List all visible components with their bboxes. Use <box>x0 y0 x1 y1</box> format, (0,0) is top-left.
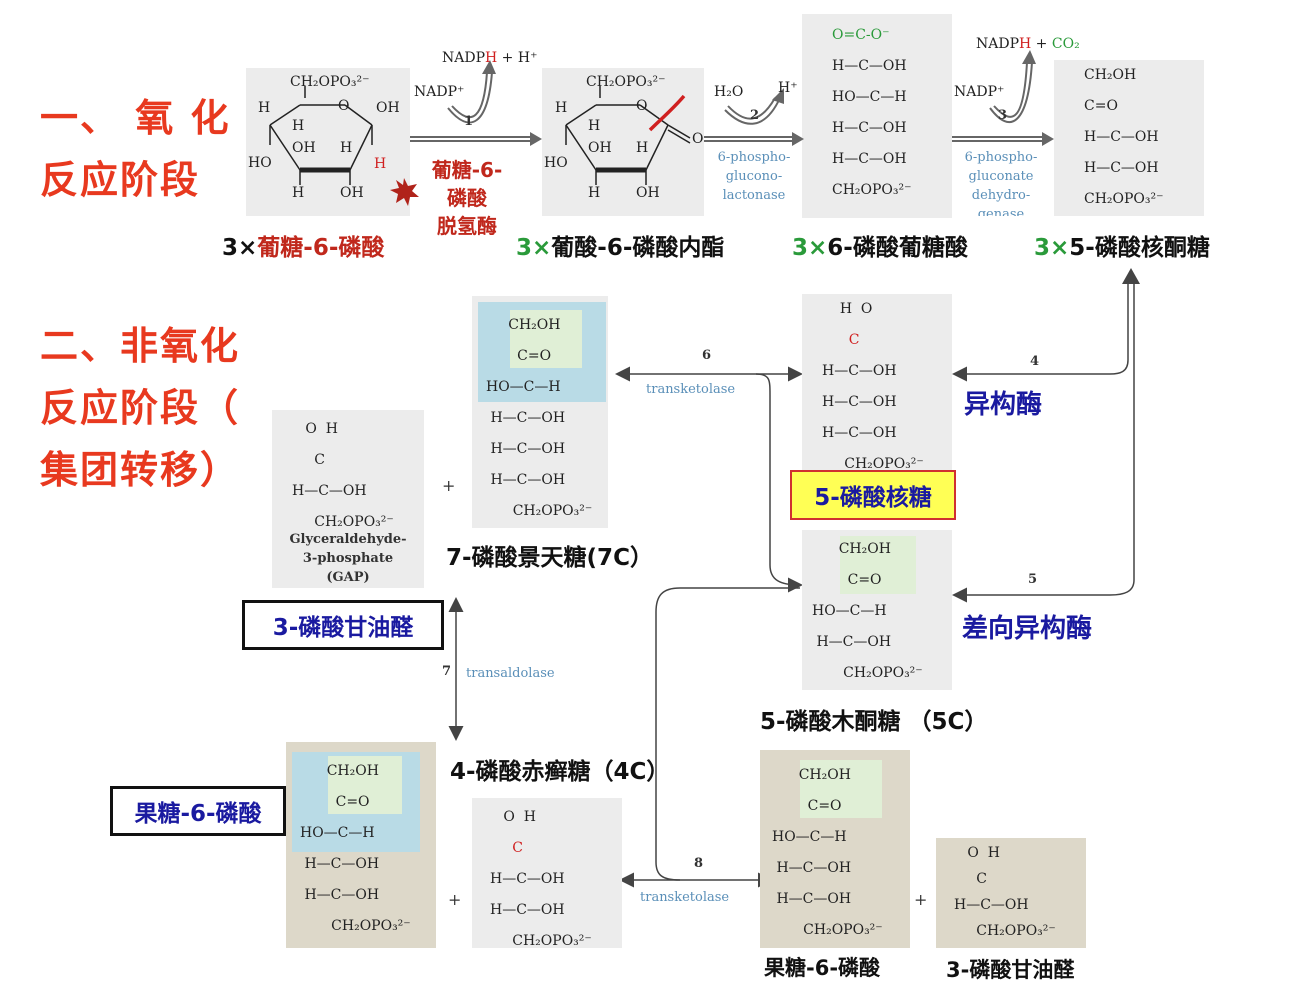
lactone-ch2-label: CH₂OPO₃²⁻ <box>586 74 666 90</box>
glucose-oh1: OH <box>376 100 400 116</box>
plus-sign-2: + <box>448 890 462 909</box>
fructose6p-framed-label: 果糖-6-磷酸 <box>110 786 286 836</box>
fructose-left-green-highlight <box>328 756 402 814</box>
glucose-h2: H <box>292 118 305 134</box>
step-number-4: 4 <box>1030 354 1040 369</box>
transketolase-label-6: transketolase <box>646 382 736 397</box>
fructose-right-green-highlight <box>800 760 882 818</box>
ribose5p-structure: H O C H—C—OH H—C—OH H—C—OH CH₂OPO₃²⁻ <box>822 301 924 472</box>
step-number-6: 6 <box>702 348 712 363</box>
gap-right-structure: O H C H—C—OH CH₂OPO₃²⁻ <box>954 845 1056 939</box>
step-number-2: 2 <box>750 108 760 123</box>
label-erythrose4p: 4-磷酸赤癣糖（4C） <box>450 759 670 785</box>
transaldolase-label: transaldolase <box>466 666 555 681</box>
water-substrate: H₂O <box>714 84 744 100</box>
lactonase-label: 6-phospho- gluconо- lactonase <box>717 150 791 203</box>
fructose6p-left-structure: CH₂OH C=O HO—C—H H—C—OH H—C—OH CH₂OPO₃²⁻ <box>300 763 411 934</box>
section-title-nonoxidative-2: 反应阶段（ <box>40 386 241 430</box>
step-number-5: 5 <box>1028 572 1038 587</box>
gluconate-structure: O=C-O⁻ H—C—OH HO—C—H H—C—OH H—C—OH CH₂OP… <box>832 27 912 198</box>
xylulose-green-highlight <box>840 536 916 594</box>
step-number-3: 3 <box>998 108 1008 123</box>
lactone-ring-o: O <box>636 98 648 114</box>
transketolase-label-8: transketolase <box>640 890 730 905</box>
gap-framed-label: 3-磷酸甘油醛 <box>242 600 444 650</box>
proton-product: H⁺ <box>778 80 798 96</box>
erythrose4p-structure: O H C H—C—OH H—C—OH CH₂OPO₃²⁻ <box>490 809 592 949</box>
xylulose5p-structure: CH₂OH C=O HO—C—H H—C—OH CH₂OPO₃²⁻ <box>812 541 923 681</box>
lactone-oh2: OH <box>588 140 612 156</box>
label-sedoheptulose: 7-磷酸景天糖(7C） <box>446 545 653 571</box>
label-xylulose5p: 5-磷酸木酮糖 （5C） <box>760 709 988 735</box>
erythrose4p-box <box>472 798 622 948</box>
g6p-dehydrogenase-label: 葡糖-6- 磷酸 脱氢酶 <box>431 158 503 238</box>
sedoheptulose-green-highlight <box>510 310 582 368</box>
step-number-8: 8 <box>694 856 704 871</box>
gap-box <box>272 410 424 588</box>
label-glucose6p: 3×葡糖-6-磷酸 <box>222 235 385 261</box>
label-fructose6p-right: 果糖-6-磷酸 <box>764 956 881 980</box>
glucose-oh3: OH <box>340 185 364 201</box>
glucose-h4: H <box>292 185 305 201</box>
plus-sign-3: + <box>914 890 928 909</box>
sedoheptulose-structure: CH₂OH C=O HO—C—H H—C—OH H—C—OH H—C—OH CH… <box>486 317 593 519</box>
lactone-ho: HO <box>544 155 568 171</box>
lactone-h3: H <box>636 140 649 156</box>
glucose-ring-o: O <box>338 98 350 114</box>
label-gluconate: 3×6-磷酸葡糖酸 <box>792 235 968 261</box>
lactone-h4: H <box>588 185 601 201</box>
gluconate-dehydrogenase-label: 6-phospho- gluconate dehydro- genase <box>964 150 1038 216</box>
gluconate-box <box>802 14 952 218</box>
glucose-ch2-label: CH₂OPO₃²⁻ <box>290 74 370 90</box>
gap-structure: O H C H—C—OH CH₂OPO₃²⁻ <box>292 421 394 530</box>
lactone-oh3: OH <box>636 185 660 201</box>
isomerase-label: 异构酶 <box>964 390 1043 420</box>
lactone-h1: H <box>555 100 568 116</box>
nadph-product-1: NADPH + H⁺ <box>442 50 538 66</box>
lactone-box <box>542 68 704 216</box>
nadp-substrate-1: NADP⁺ <box>414 84 465 100</box>
epimerase-label: 差向异构酶 <box>962 614 1093 644</box>
gap-caption: Glyceraldehyde- 3-phosphate (GAP) <box>289 532 407 585</box>
glucose-ring <box>269 86 373 185</box>
glucose6p-box <box>246 68 410 216</box>
glucose-ho: HO <box>248 155 272 171</box>
glucose-h1: H <box>258 100 271 116</box>
section-title-nonoxidative-1: 二、非氧化 <box>40 324 241 368</box>
lactone-carbonyl-o: O <box>692 131 704 147</box>
lactone-h2: H <box>588 118 601 134</box>
section-title-nonoxidative-3: 集团转移） <box>40 448 241 492</box>
label-gap-right: 3-磷酸甘油醛 <box>946 958 1075 982</box>
label-ribulose5p: 3×5-磷酸核酮糖 <box>1034 235 1210 261</box>
ribulose5p-box <box>1054 60 1204 216</box>
glucose-h3: H <box>340 140 353 156</box>
cleavage-mark <box>648 94 686 132</box>
gap-right-box <box>936 838 1086 948</box>
red-star-icon <box>390 178 419 206</box>
nadp-substrate-3: NADP⁺ <box>954 84 1005 100</box>
label-lactone: 3×葡酸-6-磷酸内酯 <box>516 235 725 261</box>
nadph-product-3: NADPH + CO₂ <box>976 36 1080 52</box>
step-number-1: 1 <box>464 114 474 129</box>
lactone-ring <box>565 86 691 185</box>
ribose5p-box <box>802 294 952 470</box>
section-title-oxidative-2: 反应阶段 <box>40 158 201 202</box>
section-title-oxidative-1: 一、 氧 化 <box>40 96 231 140</box>
ribulose5p-structure: CH₂OH C=O H—C—OH H—C—OH CH₂OPO₃²⁻ <box>1084 67 1164 207</box>
plus-sign-1: + <box>442 476 456 495</box>
glucose-h-red: H <box>374 156 387 172</box>
glucose-oh2: OH <box>292 140 316 156</box>
step-number-7: 7 <box>442 664 452 679</box>
fructose6p-right-structure: CH₂OH C=O HO—C—H H—C—OH H—C—OH CH₂OPO₃²⁻ <box>772 767 883 938</box>
ribose5p-highlight-label: 5-磷酸核糖 <box>790 470 956 520</box>
